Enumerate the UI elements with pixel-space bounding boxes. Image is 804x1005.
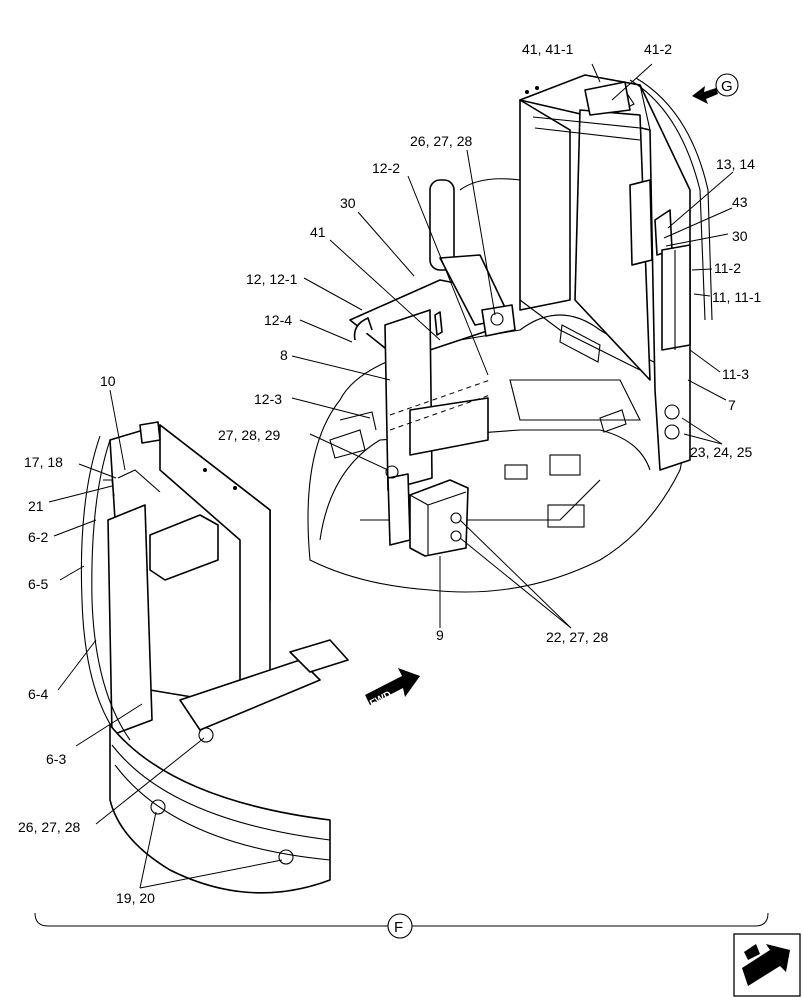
swing-frame: [307, 178, 691, 593]
callout-30-left: 30: [340, 195, 356, 211]
cab-frame-right: [519, 74, 713, 471]
callout-11-2: 11-2: [714, 260, 741, 276]
callout-41: 41: [310, 224, 326, 240]
callout-26-27-28-bottom: 26, 27, 28: [18, 819, 80, 835]
callout-12-4: 12-4: [264, 312, 292, 328]
view-marker-g: G: [692, 73, 739, 104]
callout-26-27-28-top: 26, 27, 28: [410, 133, 472, 149]
callout-27-28-29: 27, 28, 29: [218, 427, 280, 443]
callout-6-3: 6-3: [46, 751, 66, 767]
callout-6-4: 6-4: [28, 686, 48, 702]
callout-41-41-1: 41, 41-1: [522, 41, 574, 57]
callout-9: 9: [436, 627, 444, 643]
callout-11-11-1: 11, 11-1: [712, 289, 762, 305]
callout-13-14: 13, 14: [716, 156, 755, 172]
callout-10: 10: [100, 373, 116, 389]
callout-8: 8: [280, 347, 288, 363]
view-range-bracket: F: [34, 912, 769, 939]
callout-30-right: 30: [732, 228, 748, 244]
view-marker-f-label: F: [394, 919, 403, 936]
callout-12-12-1: 12, 12-1: [246, 271, 298, 287]
center-bracket: [349, 254, 516, 546]
callout-12-2: 12-2: [372, 160, 400, 176]
callout-19-20: 19, 20: [116, 890, 155, 906]
callout-11-3: 11-3: [722, 366, 749, 382]
callout-41-2: 41-2: [644, 41, 672, 57]
leader-lines: [48, 63, 734, 889]
view-marker-g-label: G: [721, 78, 733, 95]
callout-6-5: 6-5: [28, 576, 48, 592]
mount-box: [409, 479, 469, 557]
callout-6-2: 6-2: [28, 529, 48, 545]
callout-21: 21: [28, 498, 44, 514]
left-panel-assembly: [80, 421, 349, 746]
callout-7: 7: [728, 397, 736, 413]
next-page-arrow-icon[interactable]: [733, 933, 801, 997]
callout-22-27-28: 22, 27, 28: [546, 629, 608, 645]
counterweight: [109, 724, 331, 894]
view-direction-arrow-icon: [692, 86, 718, 104]
callouts: 41, 41-1 41-2 26, 27, 28 12-2 13, 14 43 …: [18, 41, 762, 906]
forward-arrow: FWD: [365, 668, 420, 710]
callout-23-24-25: 23, 24, 25: [690, 444, 752, 460]
callout-17-18: 17, 18: [24, 454, 63, 470]
callout-43: 43: [732, 194, 748, 210]
callout-12-3: 12-3: [254, 391, 282, 407]
